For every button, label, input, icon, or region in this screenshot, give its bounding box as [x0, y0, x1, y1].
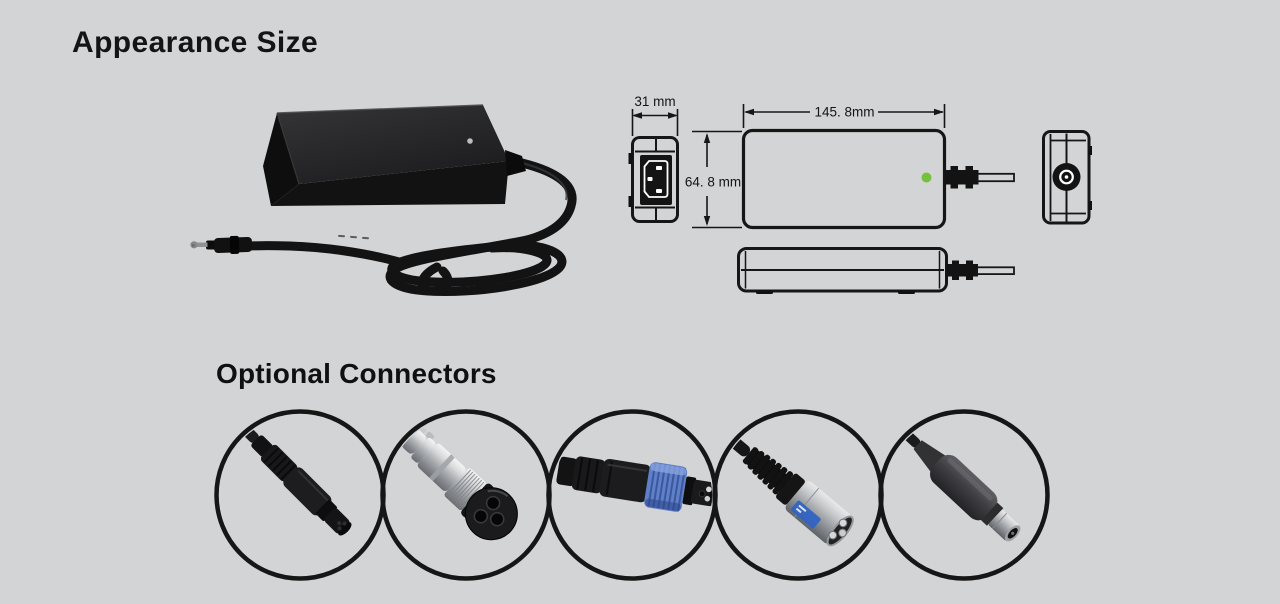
- cable-print: [338, 234, 369, 240]
- dim-height: 64. 8 mm: [685, 130, 742, 229]
- dc-plug: [190, 235, 253, 255]
- side-view: [737, 247, 1015, 294]
- dim-width-label: 31 mm: [634, 94, 675, 109]
- cable-stub-top-view: [976, 172, 1015, 183]
- connector-circle-5: [878, 409, 1050, 581]
- feet: [756, 290, 915, 294]
- ac-inlet-bezel: [640, 155, 672, 205]
- xlr-blue-label: [790, 500, 821, 529]
- ac-inlet-end-view: 31 mm: [628, 94, 679, 223]
- photo-led: [467, 138, 473, 144]
- adapter-photo: [190, 104, 577, 296]
- connector-photo-gx16: [401, 425, 518, 541]
- gallery-rings: [214, 409, 1050, 581]
- strain-relief-top-view: [945, 166, 979, 189]
- top-view: 145. 8mm: [741, 104, 1015, 230]
- dim-length-label: 145. 8mm: [814, 105, 874, 120]
- strain-relief-side-view: [947, 260, 978, 280]
- appearance-size-title: Appearance Size: [72, 26, 319, 59]
- dc-output-end-view: [1042, 130, 1092, 225]
- optional-connectors-title: Optional Connectors: [216, 358, 497, 389]
- led-indicator: [921, 172, 932, 183]
- cable-highlight: [521, 162, 568, 201]
- connector-photo-waterproof: [556, 456, 712, 512]
- c14-socket-outline: [643, 160, 669, 198]
- photo-strain-relief: [505, 150, 526, 176]
- adapter-brick: [263, 104, 526, 206]
- dim-height-label: 64. 8 mm: [685, 175, 741, 190]
- cable-stub-side-view: [976, 266, 1015, 275]
- c14-pins: [647, 166, 662, 193]
- connector-photo-xlr: [718, 419, 854, 547]
